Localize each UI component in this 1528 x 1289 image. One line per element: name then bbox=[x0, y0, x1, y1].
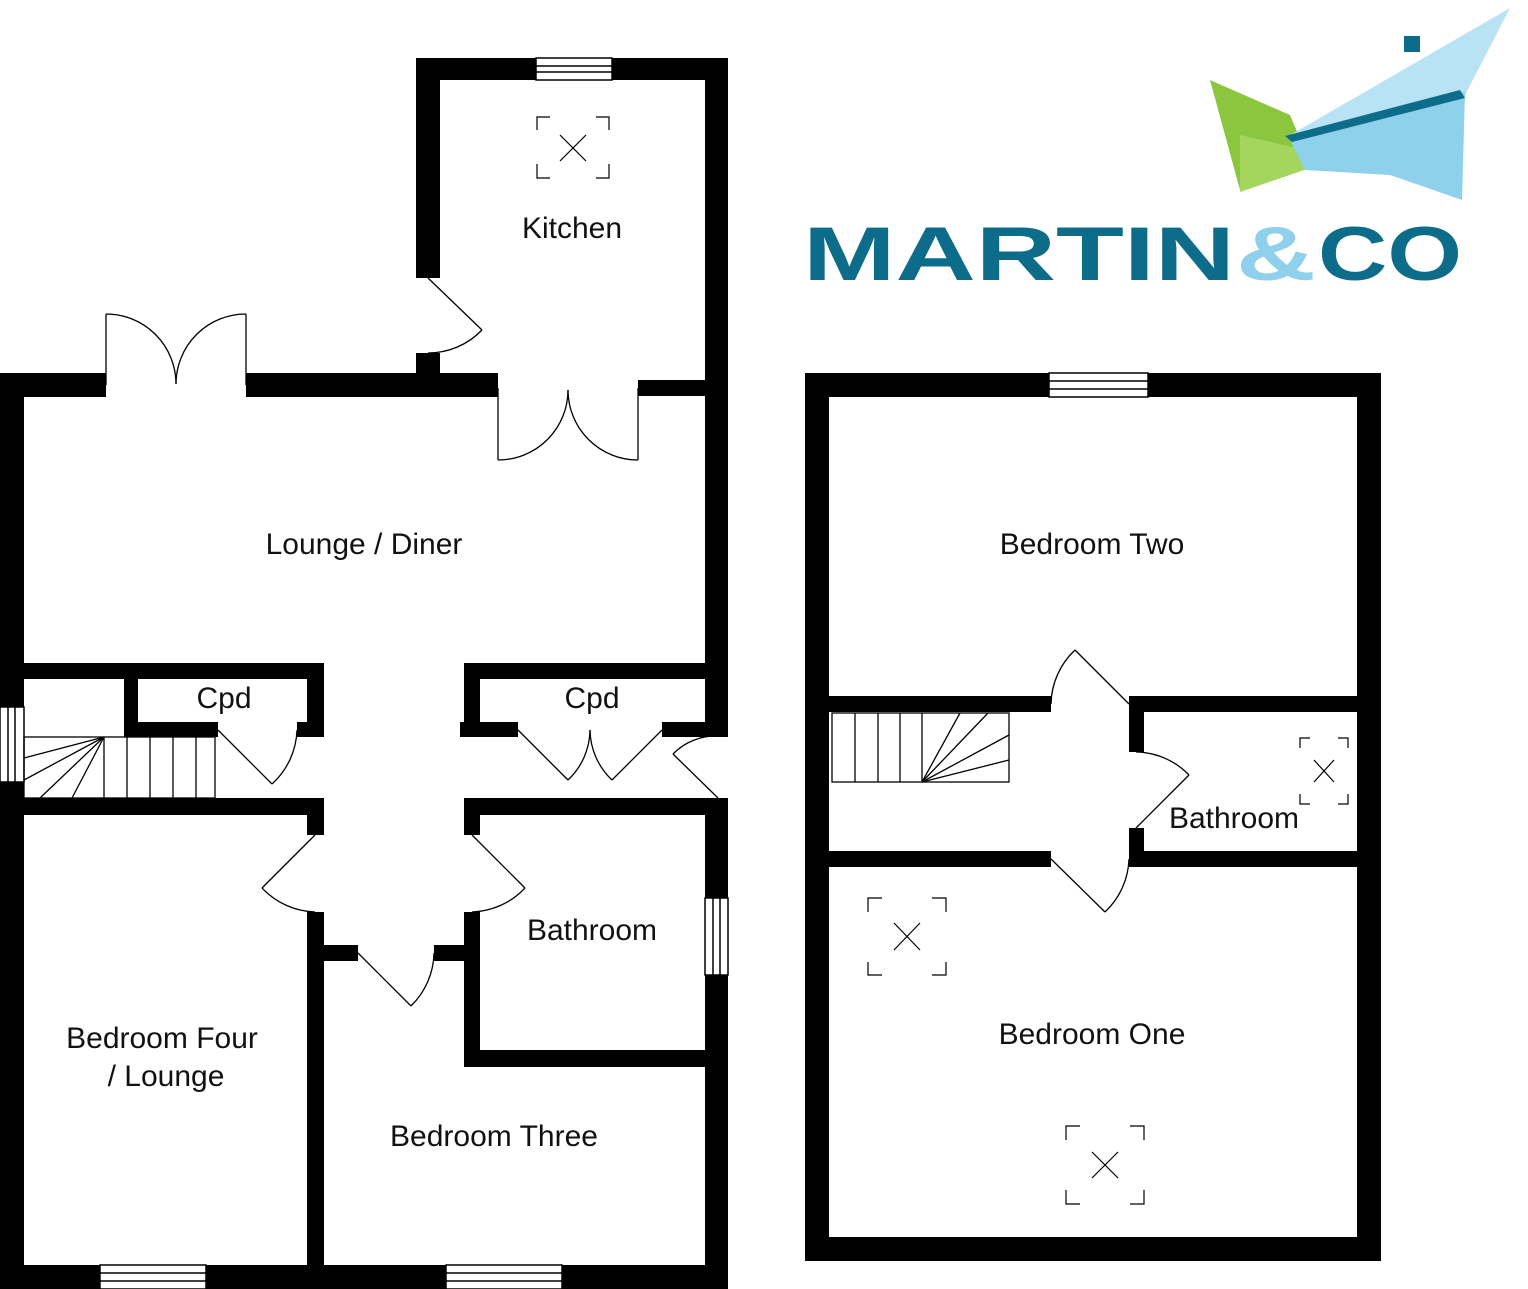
logo-word-martin: MARTIN bbox=[803, 212, 1235, 297]
room-label-upstairs-bathroom: Bathroom bbox=[1169, 802, 1299, 835]
first-floor-walls bbox=[805, 373, 1381, 1261]
bedroom-three-door bbox=[357, 952, 435, 1007]
logo-ampersand: & bbox=[1236, 212, 1316, 297]
lounge-french-doors bbox=[105, 313, 247, 385]
first-floor-windows bbox=[1048, 372, 1149, 398]
room-label-cupboard: Cpd bbox=[196, 682, 251, 715]
kitchen-door bbox=[427, 277, 483, 354]
room-label-bathroom: Bathroom bbox=[527, 914, 657, 947]
cpd-left-door bbox=[217, 729, 298, 785]
kitchen-skylight-icon bbox=[536, 116, 610, 179]
room-labels: Kitchen Lounge / Diner Cpd Cpd Bedroom F… bbox=[66, 212, 1299, 1153]
cpd-right-doors bbox=[517, 729, 663, 781]
front-door bbox=[672, 735, 719, 799]
ground-floor-doors bbox=[105, 277, 719, 1007]
ground-floor-walls bbox=[0, 58, 728, 1289]
ground-floor-stairs bbox=[23, 736, 216, 799]
roof-logo-icon bbox=[1210, 8, 1510, 200]
logo-word-co: CO bbox=[1318, 212, 1462, 297]
upstairs-bathroom-door bbox=[1135, 751, 1190, 829]
room-label-cupboard: Cpd bbox=[564, 682, 619, 715]
bathroom-door bbox=[471, 834, 526, 913]
bedroom-two-door bbox=[1050, 649, 1130, 705]
bathroom-window bbox=[704, 897, 729, 976]
bedroom-four-door bbox=[261, 834, 316, 913]
room-label-bedroom-four: Bedroom Four bbox=[66, 1022, 258, 1055]
bedroom-one-skylight-icon bbox=[1065, 1125, 1145, 1205]
bedroom-two-window bbox=[1048, 372, 1149, 398]
first-floor-skylights bbox=[867, 737, 1349, 1205]
kitchen-french-doors bbox=[497, 388, 639, 461]
room-label-bedroom-two: Bedroom Two bbox=[1000, 528, 1185, 561]
bathroom-skylight-icon bbox=[1299, 737, 1349, 805]
room-label-bedroom-one: Bedroom One bbox=[999, 1018, 1186, 1051]
room-label-bedroom-three: Bedroom Three bbox=[390, 1120, 598, 1153]
bedroom-one-door bbox=[1050, 858, 1130, 913]
room-label-bedroom-four-sub: / Lounge bbox=[108, 1060, 225, 1093]
ground-floor-windows bbox=[0, 57, 729, 1289]
room-label-kitchen: Kitchen bbox=[522, 212, 622, 245]
bedroom-four-window bbox=[99, 1264, 207, 1289]
martin-and-co-logo: MARTIN & CO bbox=[803, 8, 1510, 297]
kitchen-window bbox=[535, 57, 613, 81]
stair-window bbox=[0, 706, 25, 783]
bedroom-three-window bbox=[445, 1264, 563, 1289]
room-label-lounge-diner: Lounge / Diner bbox=[266, 528, 463, 561]
bedroom-one-skylight-icon bbox=[867, 897, 947, 976]
first-floor-doors bbox=[1050, 649, 1190, 913]
first-floor-stairs bbox=[831, 712, 1010, 783]
